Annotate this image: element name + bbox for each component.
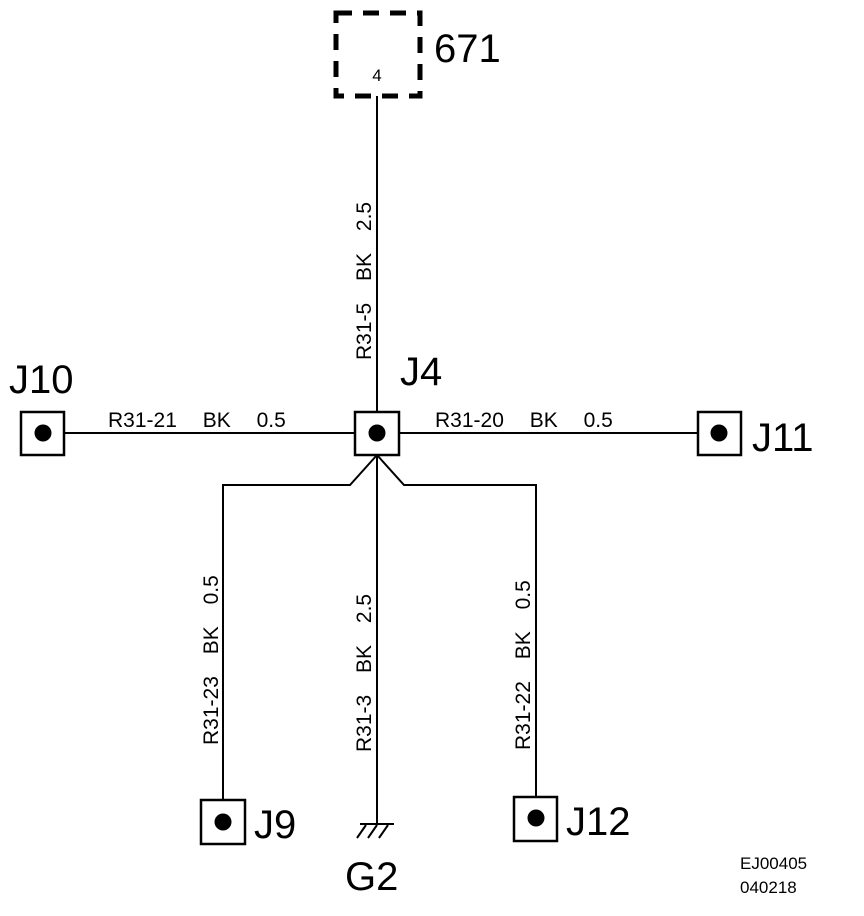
wire-r31-22	[376, 454, 537, 797]
connector-j10-label: J10	[9, 358, 74, 402]
connector-j12: J12	[512, 795, 631, 844]
wire-r31-20-color: BK	[530, 409, 558, 432]
connector-j10-dot	[34, 424, 52, 442]
wire-r31-5-color: BK	[353, 253, 376, 281]
wire-r31-21-size: 0.5	[257, 409, 286, 432]
wire-r31-20-size: 0.5	[584, 409, 613, 432]
wire-r31-20-label: R31-20 BK 0.5	[435, 409, 613, 432]
component-671-pin-label: 4	[372, 66, 381, 85]
connector-j11: J11	[696, 410, 814, 460]
connector-j9: J9	[199, 798, 296, 847]
splice-j4: J4	[353, 350, 442, 457]
wire-r31-5-label: R31-5 BK 2.5	[353, 202, 376, 360]
wire-r31-23	[222, 454, 378, 800]
wire-r31-23-label: R31-23 BK 0.5	[200, 575, 223, 745]
wire-r31-23-id: R31-23	[200, 676, 223, 745]
connector-j10: J10	[9, 358, 74, 457]
splice-j4-label: J4	[400, 350, 442, 394]
component-671-label: 671	[434, 27, 501, 71]
wire-r31-22-id: R31-22	[512, 681, 535, 750]
wire-r31-22-label: R31-22 BK 0.5	[512, 580, 535, 750]
wire-r31-22-size: 0.5	[512, 580, 535, 609]
wire-r31-23-size: 0.5	[200, 575, 223, 604]
ground-g2-label: G2	[345, 855, 398, 899]
wire-r31-21-id: R31-21	[108, 409, 177, 432]
wire-r31-3-id: R31-3	[353, 695, 376, 752]
wire-r31-3-label: R31-3 BK 2.5	[353, 594, 376, 752]
connector-j11-label: J11	[752, 416, 814, 460]
wire-r31-22-color: BK	[512, 631, 535, 659]
connector-j11-dot	[710, 424, 728, 442]
wire-r31-21-label: R31-21 BK 0.5	[108, 409, 286, 432]
wire-r31-23-color: BK	[200, 626, 223, 654]
splice-j4-dot	[368, 424, 386, 442]
connector-j12-dot	[527, 809, 545, 827]
connector-j12-label: J12	[566, 800, 631, 844]
wire-r31-3-color: BK	[353, 645, 376, 673]
wire-r31-3-size: 2.5	[353, 594, 376, 623]
wire-r31-21-color: BK	[203, 409, 231, 432]
wire-r31-5-size: 2.5	[353, 202, 376, 231]
wire-r31-20-id: R31-20	[435, 409, 504, 432]
component-671-dashed-box	[333, 10, 423, 99]
connector-j9-label: J9	[254, 803, 296, 847]
connector-j9-dot	[214, 813, 232, 831]
component-671: 4 671	[333, 10, 501, 99]
diagram-code: EJ00405	[740, 854, 807, 873]
wire-r31-5-id: R31-5	[353, 303, 376, 360]
ground-g2: G2	[345, 823, 398, 899]
ground-icon	[356, 823, 394, 839]
diagram-date-code: 040218	[740, 878, 797, 897]
